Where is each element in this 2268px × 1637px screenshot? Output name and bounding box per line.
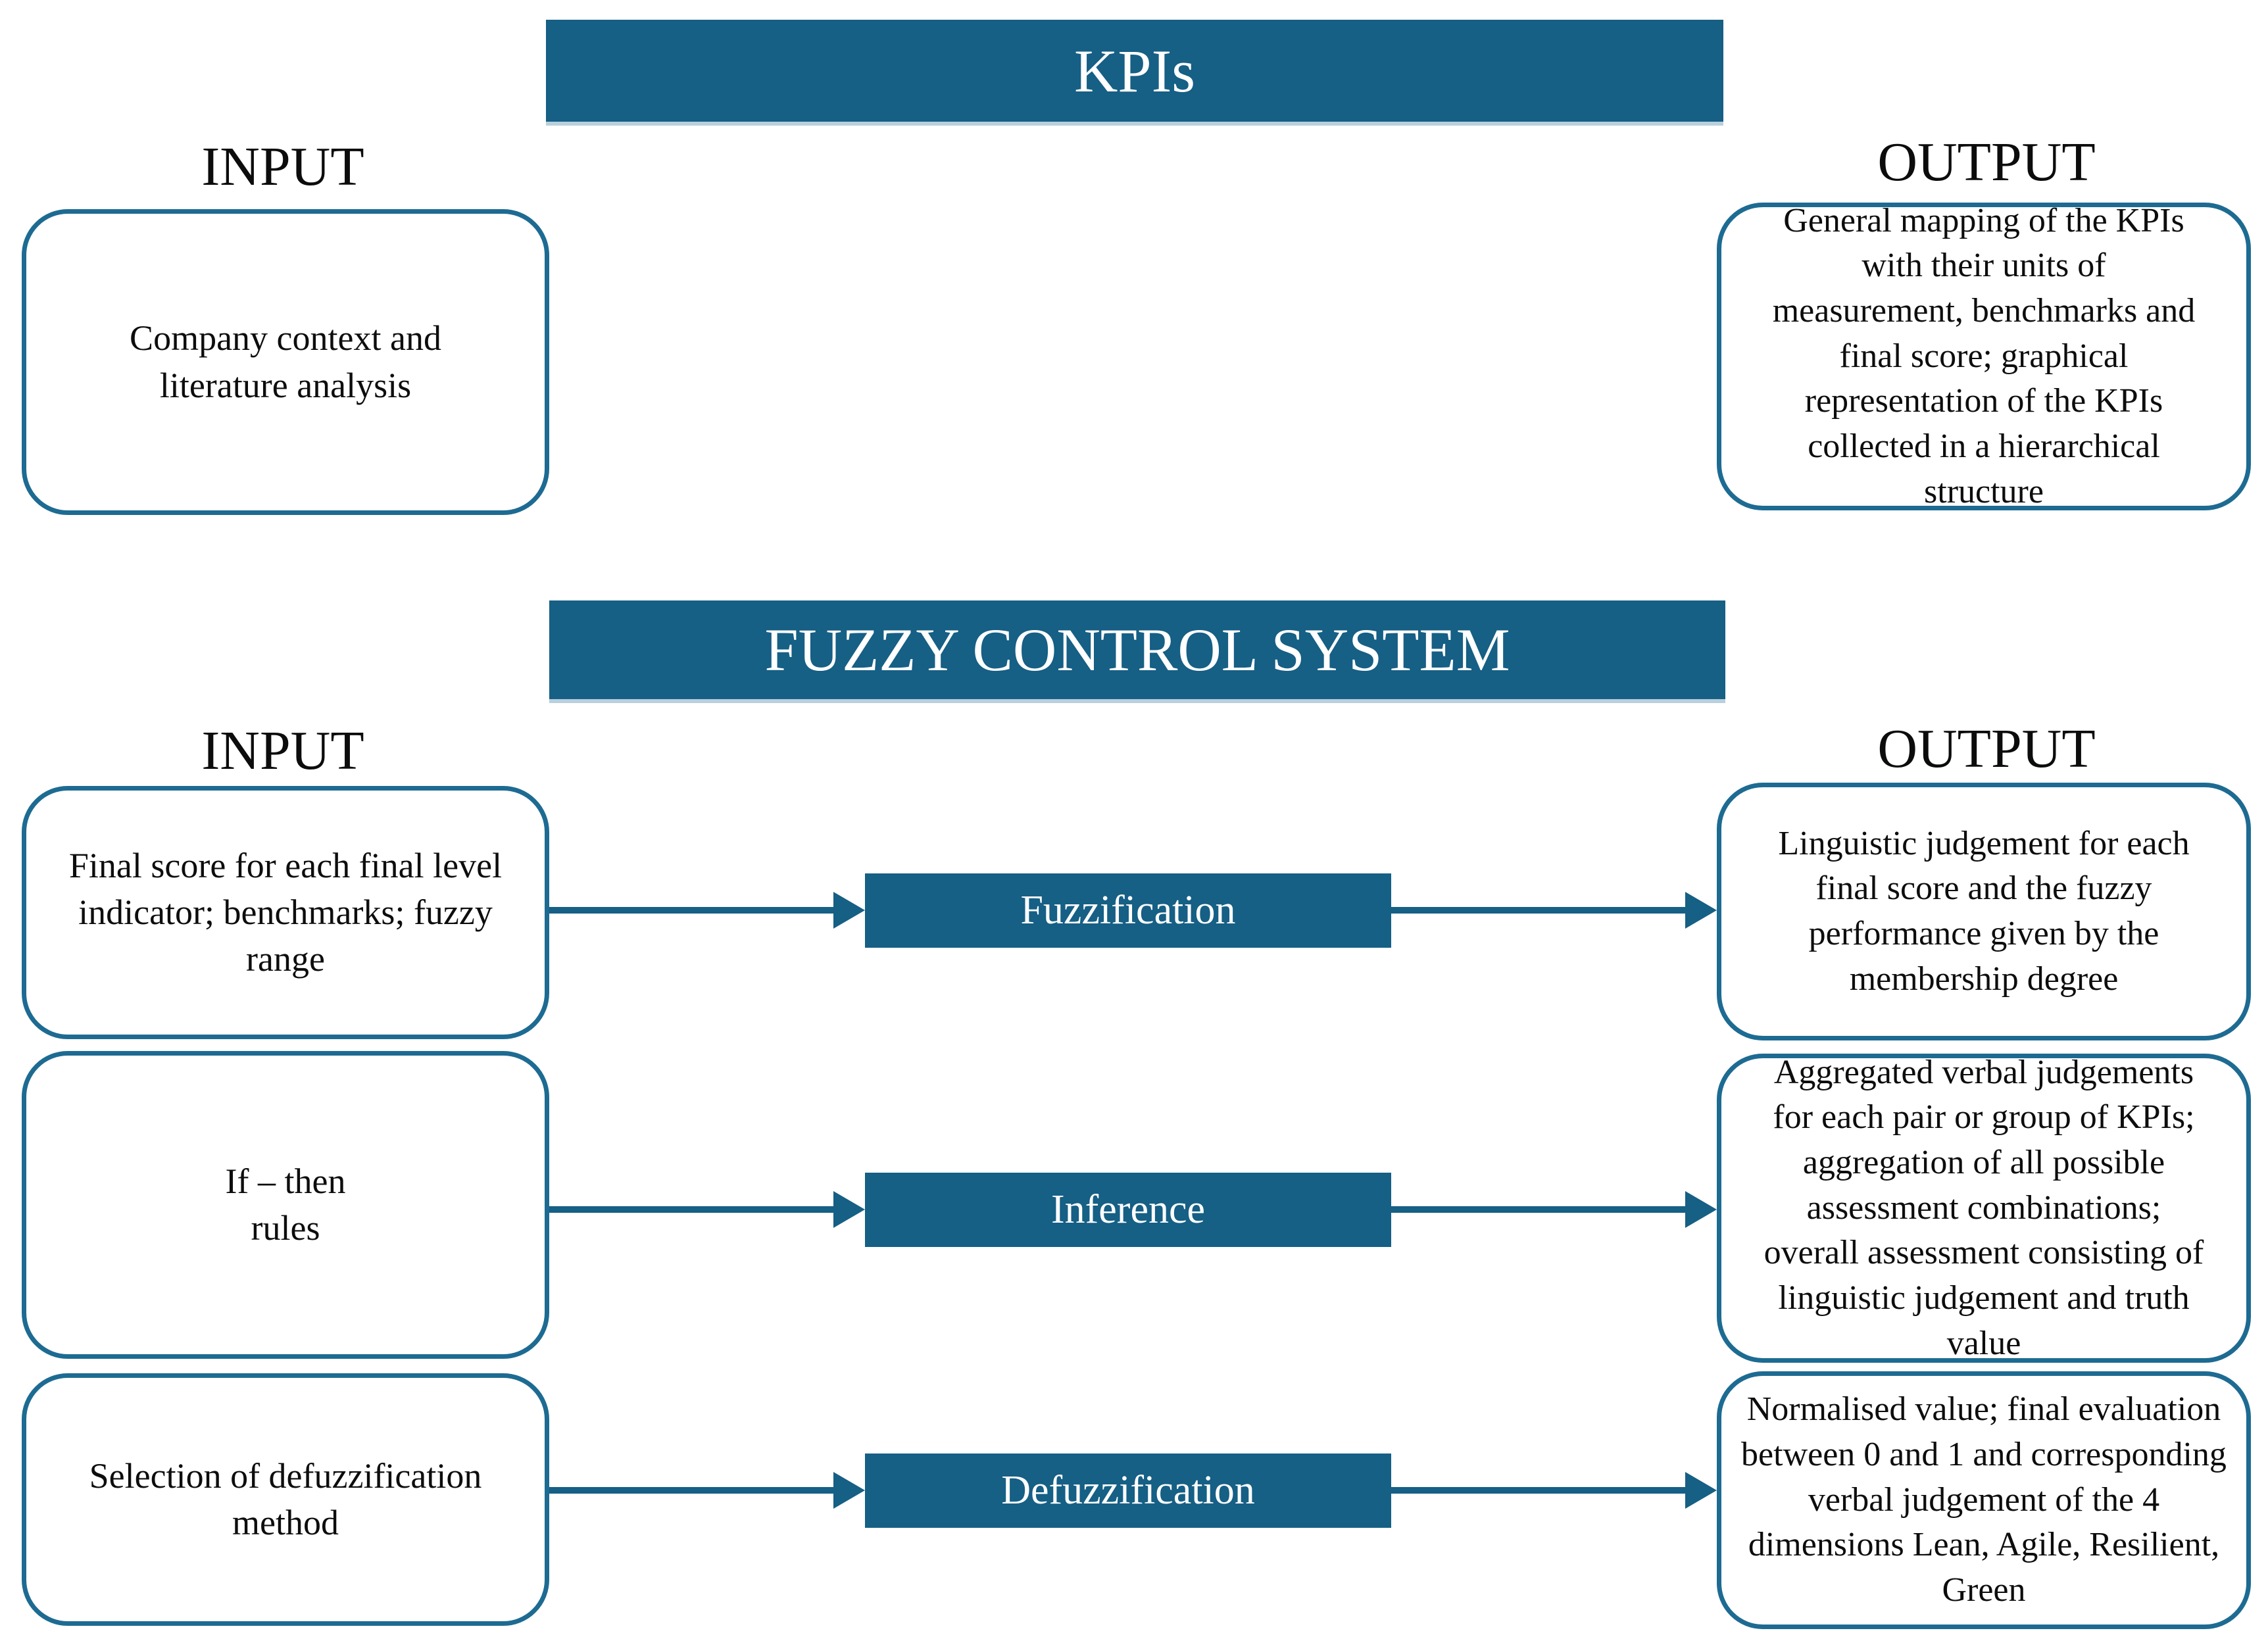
fuzzy-row2-input-text: If – then rules [225,1161,346,1248]
fuzzy-row1-output-arrow [1391,892,1717,929]
arrow-shaft [1391,1206,1690,1213]
arrow-shaft [1391,1487,1690,1494]
fuzzy-header-bar: FUZZY CONTROL SYSTEM [549,600,1725,699]
fuzzy-row3-input-text: Selection of defuzzification method [89,1455,482,1542]
kpis-input-label: INPUT [201,136,364,197]
arrow-shaft [1391,907,1690,914]
kpis-header-bar: KPIs [546,20,1723,122]
fuzzy-output-label: OUTPUT [1877,718,2096,779]
fuzzy-row1-process-box: Fuzzification [865,873,1391,948]
arrow-head-icon [1685,1472,1717,1509]
kpis-output-box-text: General mapping of the KPIs with their u… [1772,201,2196,510]
fuzzy-row2-process-label: Inference [1050,1187,1205,1232]
fuzzy-row1-input-arrow [549,892,865,929]
fuzzy-row1-process-label: Fuzzification [1020,888,1236,933]
fuzzy-row3-process-box: Defuzzification [865,1454,1391,1528]
arrow-head-icon [1685,1191,1717,1228]
fuzzy-row3-output-box: Normalised value; final evaluation betwe… [1717,1371,2251,1629]
fuzzy-row1-input-box: Final score for each final level indicat… [22,786,549,1039]
fuzzy-header-label: FUZZY CONTROL SYSTEM [764,616,1510,683]
kpis-header-label: KPIs [1073,37,1196,105]
arrow-shaft [549,1487,839,1494]
fuzzy-row1-input-text: Final score for each final level indicat… [68,845,503,979]
fuzzy-row3-input-box: Selection of defuzzification method [22,1373,549,1626]
arrow-shaft [549,1206,839,1213]
arrow-head-icon [833,1472,865,1509]
kpis-input-box: Company context and literature analysis [22,209,549,515]
fuzzy-row2-output-box: Aggregated verbal judgements for each pa… [1717,1054,2251,1363]
fuzzy-row1-output-text: Linguistic judgement for each final scor… [1778,824,2190,998]
arrow-shaft [549,907,839,914]
fuzzy-row2-output-arrow [1391,1191,1717,1228]
arrow-head-icon [833,892,865,929]
fuzzy-row1-output-box: Linguistic judgement for each final scor… [1717,783,2251,1040]
arrow-head-icon [1685,892,1717,929]
fuzzy-row3-output-arrow [1391,1472,1717,1509]
fuzzy-row2-input-arrow [549,1191,865,1228]
fuzzy-input-label: INPUT [201,720,364,781]
fuzzy-row2-output-text: Aggregated verbal judgements for each pa… [1763,1053,2204,1362]
arrow-head-icon [833,1191,865,1228]
fuzzy-row3-process-label: Defuzzification [1001,1468,1255,1513]
fuzzy-row2-process-box: Inference [865,1173,1391,1247]
fuzzy-row3-output-text: Normalised value; final evaluation betwe… [1741,1390,2227,1609]
kpis-input-box-text: Company context and literature analysis [130,318,441,405]
fuzzy-row2-input-box: If – then rules [22,1051,549,1359]
kpis-output-box: General mapping of the KPIs with their u… [1717,202,2251,510]
kpis-output-label: OUTPUT [1877,132,2096,193]
fuzzy-row3-input-arrow [549,1472,865,1509]
